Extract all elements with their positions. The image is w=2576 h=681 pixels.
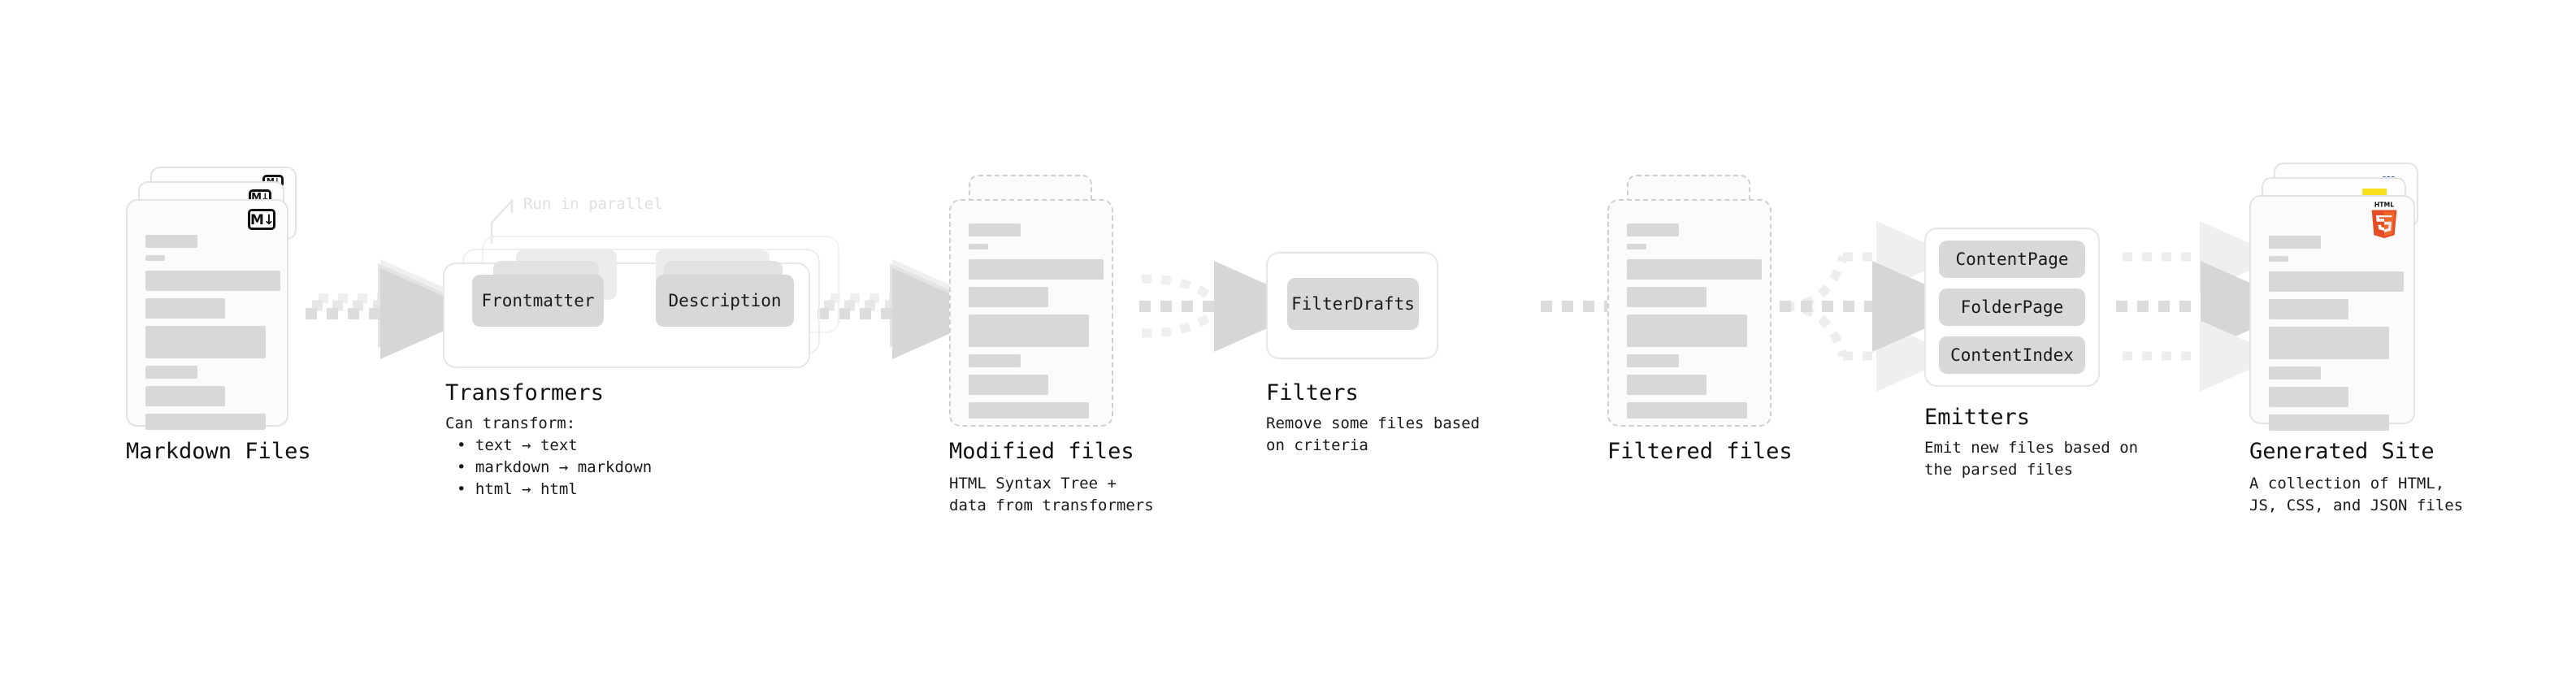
document-content-lines: [2269, 236, 2404, 438]
transformer-chip-description[interactable]: Description: [656, 275, 794, 327]
stage-subtitle-modified-files: HTML Syntax Tree + data from transformer…: [949, 475, 1154, 514]
stage-title-emitters: Emitters: [1924, 405, 2031, 430]
filter-chip-filterdrafts[interactable]: FilterDrafts: [1287, 278, 1419, 330]
transformer-bullet-list: • text → text • markdown → markdown • ht…: [457, 435, 652, 501]
transformer-chip-frontmatter[interactable]: Frontmatter: [472, 275, 604, 327]
markdown-doc-front: M↓: [126, 199, 288, 430]
transformer-bullet: • html → html: [457, 480, 578, 498]
emitter-chip-contentpage[interactable]: ContentPage: [1939, 241, 2085, 278]
stage-subtitle-generated-site: A collection of HTML, JS, CSS, and JSON …: [2249, 475, 2464, 514]
stage-title-generated-site: Generated Site: [2249, 439, 2435, 464]
document-content-lines: [969, 223, 1104, 426]
stage-subtitle-transformers: Can transform:: [445, 414, 576, 432]
emitter-chip-folderpage[interactable]: FolderPage: [1939, 288, 2085, 326]
run-in-parallel-annotation: Run in parallel: [523, 195, 663, 213]
stage-title-modified-files: Modified files: [949, 439, 1134, 464]
html5-logo-icon: HTML: [2368, 200, 2400, 239]
transformer-bullet: • markdown → markdown: [457, 458, 653, 476]
document-content-lines: [1627, 223, 1762, 426]
emitter-chip-contentindex[interactable]: ContentIndex: [1939, 336, 2085, 374]
stage-title-filtered-files: Filtered files: [1607, 439, 1793, 464]
stage-subtitle-emitters: Emit new files based on the parsed files: [1924, 439, 2139, 479]
stage-title-markdown-files: Markdown Files: [126, 439, 311, 464]
stage-subtitle-filters: Remove some files based on criteria: [1266, 414, 1481, 454]
filtered-doc-front: [1607, 199, 1772, 427]
document-content-lines: [145, 235, 280, 437]
connector-emitters-to-site: [2116, 221, 2303, 392]
connector-md-to-transformers: [306, 259, 483, 359]
stage-title-transformers: Transformers: [445, 380, 605, 406]
connector-modified-to-filters: [1139, 261, 1316, 352]
connector-filtered-to-emitters: [1780, 221, 1975, 392]
site-doc-front: HTML: [2249, 195, 2415, 431]
modified-doc-front: [949, 199, 1113, 427]
markdown-badge-icon: M↓: [248, 209, 275, 230]
svg-text:HTML: HTML: [2374, 202, 2394, 209]
transformer-bullet: • text → text: [457, 436, 578, 454]
stage-title-filters: Filters: [1266, 380, 1359, 406]
